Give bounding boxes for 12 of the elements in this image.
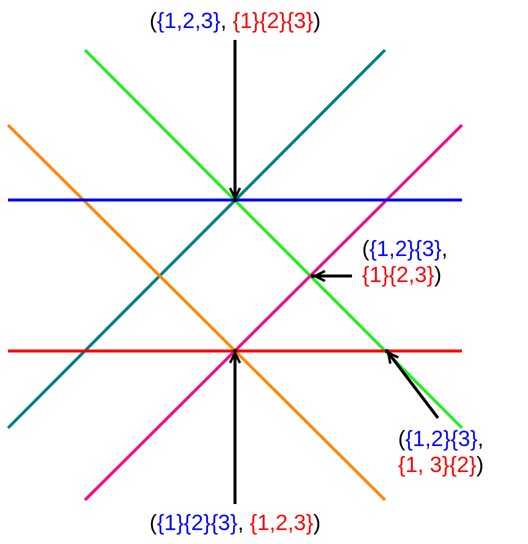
intersection-point [311, 274, 315, 278]
partition-label: ({1,2}{3}, {1}{2,3}) [362, 236, 454, 288]
arrow [314, 270, 352, 282]
partition-label: ({1}{2}{3}, {1,2,3}) [150, 510, 321, 536]
intersection-point [385, 349, 389, 353]
arrow [386, 351, 440, 419]
arrow [228, 352, 242, 504]
partition-label: ({1,2}{3}, {1, 3}{2}) [398, 426, 490, 478]
partition-label: ({1,2,3}, {1}{2}{3}) [150, 8, 321, 34]
intersection-point [233, 349, 237, 353]
intersection-point [233, 198, 237, 202]
arrow [228, 40, 242, 200]
